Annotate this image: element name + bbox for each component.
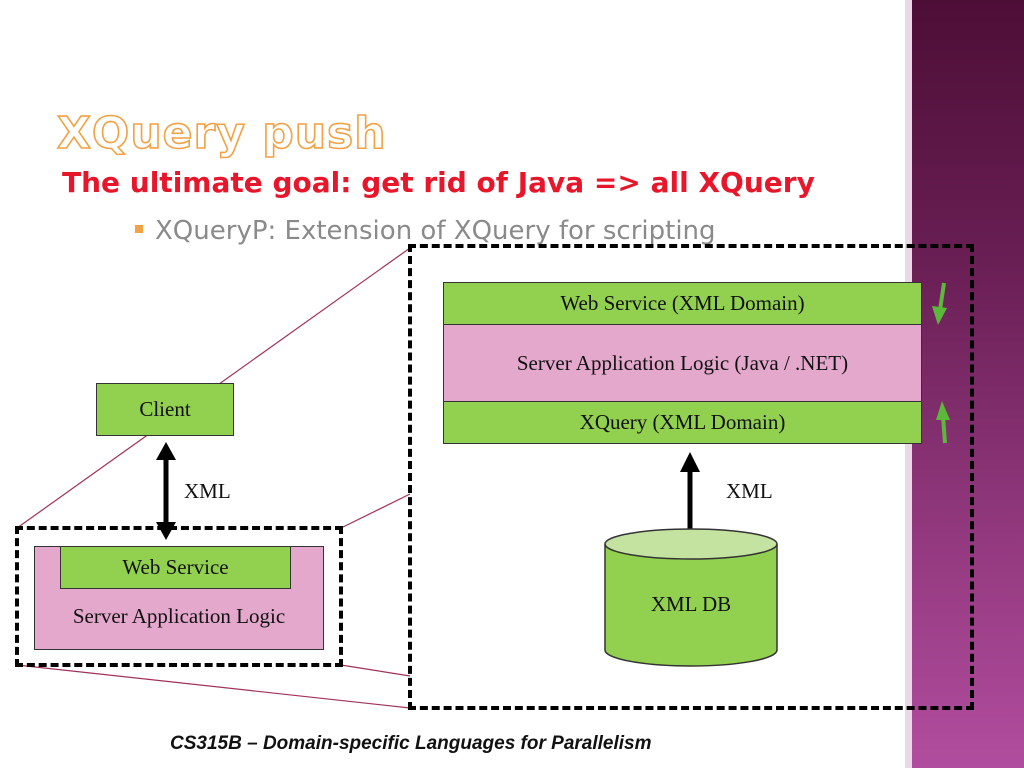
zoomed-dashed-frame (408, 244, 974, 710)
slide-subtitle: The ultimate goal: get rid of Java => al… (62, 166, 815, 199)
database-cylinder-icon (604, 528, 778, 667)
small-server-logic-label: Server Application Logic (72, 604, 286, 628)
xml-label-left: XML (184, 479, 231, 503)
zoom-line-mid (340, 493, 411, 529)
slide-title: XQuery push (56, 107, 387, 160)
bullet-text: XQueryP: Extension of XQuery for scripti… (155, 216, 716, 246)
bullet-square-icon (135, 224, 143, 233)
decorative-sidebar (912, 0, 1024, 768)
green-up-arrow-icon (936, 401, 950, 444)
small-web-service-box: Web Service (60, 546, 291, 589)
zoom-line-low (340, 664, 411, 677)
xquery-xml-box: XQuery (XML Domain) (443, 401, 922, 444)
server-logic-java-box: Server Application Logic (Java / .NET) (443, 324, 922, 402)
database-label: XML DB (650, 592, 732, 616)
xml-label-right: XML (726, 479, 773, 503)
zoom-line-bottom (16, 664, 411, 709)
client-box: Client (96, 383, 234, 436)
slide-footer: CS315B – Domain-specific Languages for P… (170, 733, 652, 754)
green-down-arrow-icon (932, 282, 947, 325)
small-dashed-frame (15, 526, 343, 667)
web-service-xml-box: Web Service (XML Domain) (443, 282, 922, 325)
bullet-item: XQueryP: Extension of XQuery for scripti… (135, 213, 716, 249)
